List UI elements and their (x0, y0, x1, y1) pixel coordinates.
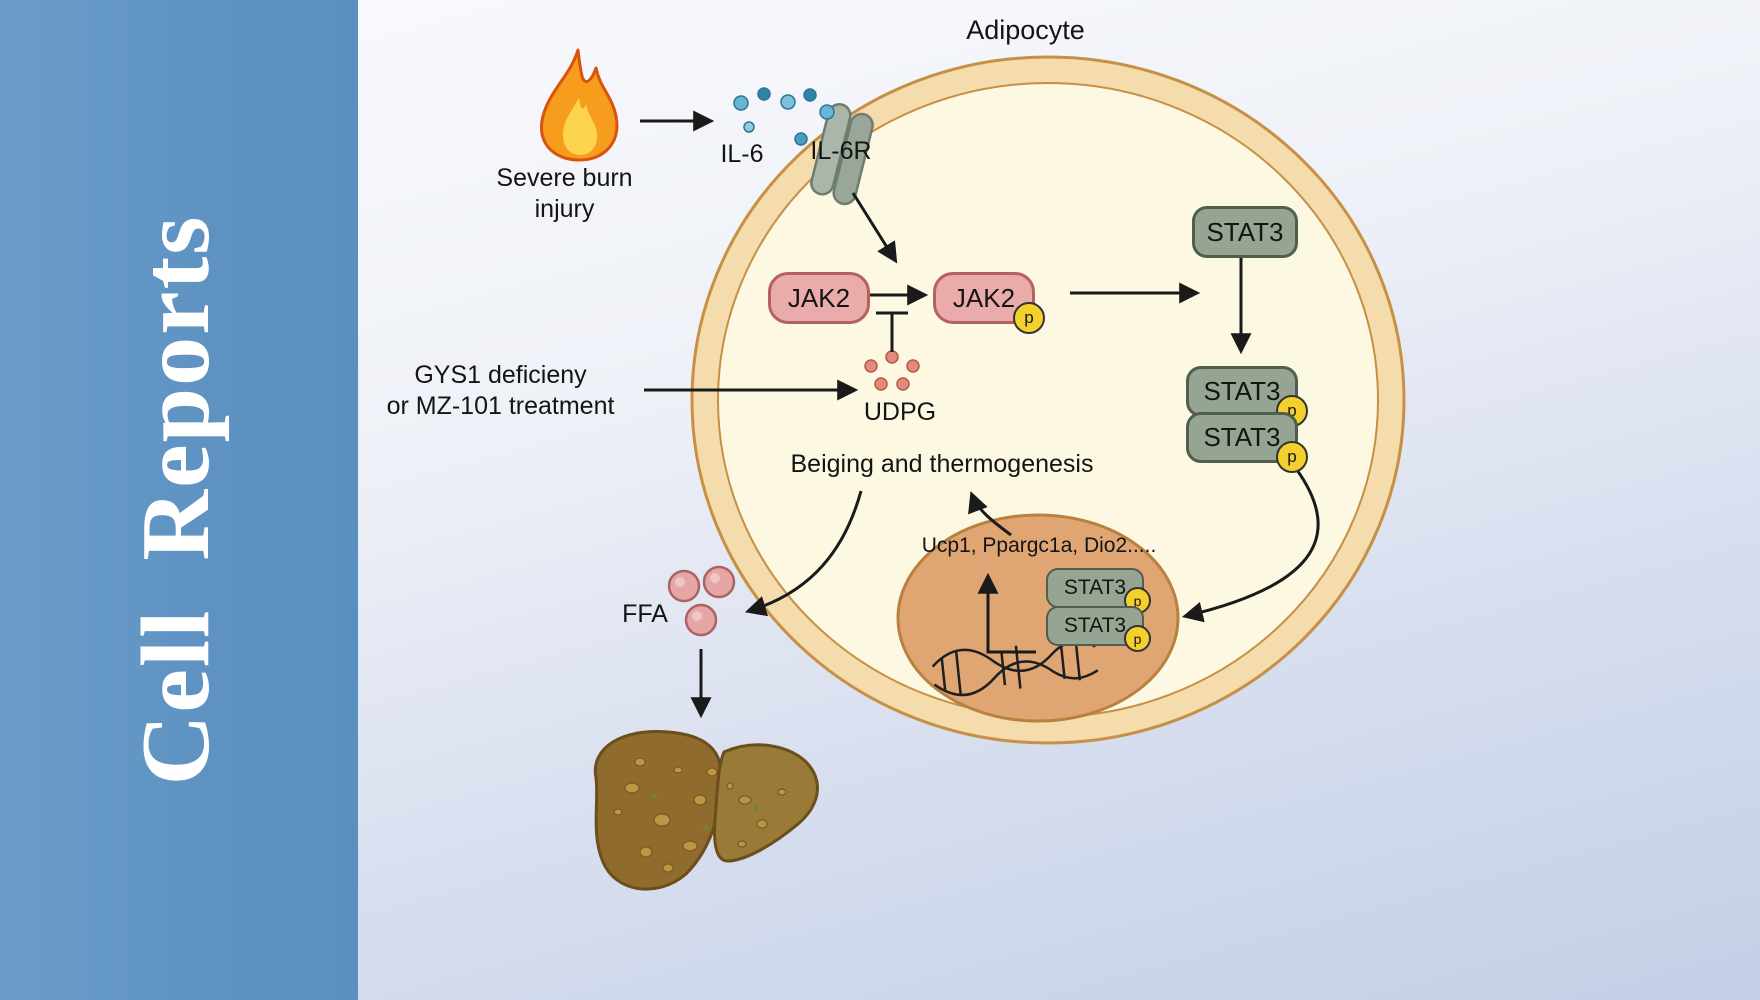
liver-spots-green (651, 793, 759, 831)
gys1-label: GYS1 deficieny or MZ-101 treatment (358, 360, 643, 423)
stat3-box-label: STAT3 (1206, 216, 1284, 247)
arrow-genes-to-beiging (968, 491, 1012, 537)
stat3-nuclear-label-2: STAT3 (1063, 614, 1127, 637)
stat3-nuclear-box-2: STAT3 p (1046, 606, 1151, 652)
il6-label: IL-6 (720, 140, 764, 168)
journal-sidebar: Cell Reports (0, 0, 358, 1000)
phospho-badge-nuclear-2: p (1124, 625, 1151, 652)
arrow-dimer-to-nucleus (1181, 469, 1320, 623)
il6r-receptor-icon (810, 103, 874, 206)
severe-burn-label: Severe burn injury (452, 163, 677, 226)
inhibition-bar-udpg (876, 311, 908, 352)
stat3-dimer-box-2: STAT3 p (1186, 412, 1308, 473)
phospho-badge-dimer-2: p (1276, 441, 1308, 473)
il6-dots (733, 87, 835, 146)
arrow-beiging-to-ffa (744, 490, 863, 617)
gys1-line1: GYS1 deficieny (414, 361, 587, 389)
nucleus (896, 513, 1180, 723)
severe-burn-line1: Severe burn (496, 164, 633, 192)
udpg-label: UDPG (863, 398, 937, 426)
ffa-dots (667, 565, 736, 637)
stat3-nuclear-box-1: STAT3 p (1046, 568, 1151, 614)
ffa-label: FFA (622, 600, 668, 628)
pathway-arrows (640, 110, 1320, 719)
arrow-dna-to-genes (977, 572, 1036, 654)
target-genes-label: Ucp1, Ppargc1a, Dio2..... (921, 534, 1157, 557)
gys1-line2: or MZ-101 treatment (386, 392, 615, 421)
liver-spots (613, 757, 787, 873)
stat3-box: STAT3 (1192, 206, 1298, 258)
udpg-dots (864, 350, 920, 391)
stat3-dimer-box-1: STAT3 p (1186, 366, 1308, 427)
stat3-dimer-label-2: STAT3 (1203, 422, 1281, 452)
jak2-box: JAK2 (768, 272, 870, 324)
jak2-phospho-box: JAK2 p (933, 272, 1045, 334)
phospho-badge-jak2: p (1013, 302, 1045, 334)
flame-icon (540, 48, 619, 162)
stat3-nuclear-label-1: STAT3 (1063, 576, 1127, 599)
arrow-il6r-to-jak2 (851, 192, 898, 264)
beiging-label: Beiging and thermogenesis (790, 450, 1094, 478)
cell-title: Adipocyte (966, 15, 1085, 45)
stat3-dimer-label-1: STAT3 (1203, 376, 1281, 406)
liver-icon (593, 729, 819, 891)
il6r-label: IL-6R (810, 137, 872, 165)
jak2-phospho-box-label: JAK2 (952, 282, 1016, 313)
severe-burn-line2: injury (534, 195, 595, 224)
jak2-box-label: JAK2 (787, 282, 851, 313)
